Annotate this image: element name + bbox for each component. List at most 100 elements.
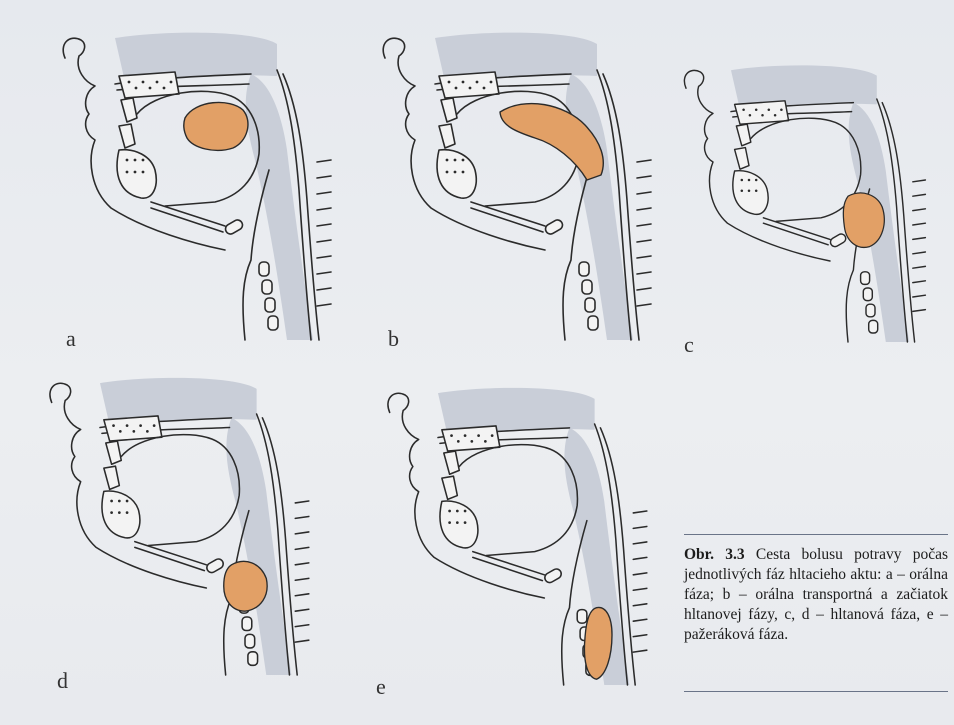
bone-stipple	[464, 434, 467, 437]
vertebra-tick	[913, 194, 926, 196]
tracheal-ring	[262, 280, 272, 294]
mandible-bone	[102, 491, 140, 538]
bone-stipple	[748, 190, 751, 193]
vertebra-tick	[295, 609, 309, 611]
bone-stipple	[153, 424, 156, 427]
vertebra-tick	[317, 176, 331, 178]
vertebra-tick	[913, 281, 926, 283]
bone-stipple	[484, 440, 487, 443]
bone-stipple	[470, 440, 473, 443]
bone-stipple	[469, 87, 472, 90]
hyoid-line	[473, 552, 545, 575]
bone-stipple	[134, 159, 137, 162]
bone-stipple	[454, 171, 457, 174]
vertebra-tick	[633, 511, 647, 513]
vertebra-tick	[637, 208, 651, 210]
hyoid-bone	[205, 557, 225, 574]
hyoid-line-2	[473, 557, 543, 580]
bone-stipple	[483, 87, 486, 90]
hyoid-line	[151, 202, 225, 226]
bone-stipple	[142, 159, 145, 162]
mandible-bone	[733, 171, 768, 215]
bone-stipple	[134, 171, 137, 174]
tracheal-ring	[579, 262, 589, 276]
panel-label-b: b	[388, 326, 399, 352]
bone-stipple	[761, 114, 764, 117]
bolus	[184, 102, 248, 150]
bone-stipple	[457, 440, 460, 443]
caption-label: Obr. 3.3	[684, 546, 745, 563]
bone-stipple	[755, 190, 758, 193]
panel-d	[42, 370, 332, 690]
bone-stipple	[146, 430, 149, 433]
bone-stipple	[476, 81, 479, 84]
bone-stipple	[780, 109, 783, 112]
bone-stipple	[755, 179, 758, 182]
panel-c	[677, 52, 947, 362]
tracheal-ring	[863, 288, 872, 301]
bone-stipple	[755, 109, 758, 112]
vertebra-tick	[913, 238, 926, 240]
vertebra-tick	[317, 224, 331, 226]
bone-stipple	[462, 159, 465, 162]
vertebra-tick	[633, 635, 647, 637]
tracheal-ring	[242, 617, 252, 631]
vertebra-tick	[295, 516, 309, 518]
vertebra-tick	[633, 526, 647, 528]
vertebra-tick	[637, 256, 651, 258]
vertebra-tick	[295, 547, 309, 549]
hyoid-line	[763, 218, 830, 240]
bone-stipple	[119, 430, 122, 433]
hyoid-bone	[224, 218, 245, 236]
vertebra-tick	[295, 640, 309, 642]
bolus	[224, 561, 267, 611]
vertebra-tick	[633, 619, 647, 621]
bone-stipple	[142, 81, 145, 84]
vertebra-tick	[637, 304, 651, 306]
vertebra-tick	[295, 594, 309, 596]
vertebra-tick	[295, 563, 309, 565]
bone-stipple	[110, 511, 113, 514]
panel-a	[55, 30, 355, 350]
tracheal-ring	[268, 316, 278, 330]
vertebra-tick	[637, 240, 651, 242]
tracheal-ring	[265, 298, 275, 312]
vertebra-tick	[637, 272, 651, 274]
bone-stipple	[118, 511, 121, 514]
tracheal-ring	[245, 634, 255, 648]
bone-stipple	[139, 424, 142, 427]
lower-incisor	[442, 476, 457, 499]
bone-stipple	[454, 159, 457, 162]
bone-stipple	[126, 159, 129, 162]
vertebra-tick	[913, 180, 926, 182]
vertebra-tick	[295, 578, 309, 580]
vertebra-tick	[913, 266, 926, 268]
sagittal-diagram-b	[375, 30, 675, 350]
tracheal-ring	[585, 298, 595, 312]
bone-stipple	[477, 434, 480, 437]
bone-stipple	[490, 81, 493, 84]
diagram-group	[63, 33, 331, 340]
maxilla-bone	[439, 72, 499, 98]
bone-stipple	[128, 81, 131, 84]
vertebra-tick	[317, 160, 331, 162]
vertebra-tick	[637, 160, 651, 162]
upper-incisor	[736, 124, 750, 146]
bone-stipple	[450, 434, 453, 437]
bone-stipple	[126, 511, 129, 514]
vertebra-tick	[317, 304, 331, 306]
bone-stipple	[142, 171, 145, 174]
bone-stipple	[464, 510, 467, 513]
bone-stipple	[748, 179, 751, 182]
bone-stipple	[448, 81, 451, 84]
bone-stipple	[456, 510, 459, 513]
tracheal-ring	[248, 652, 258, 666]
bone-stipple	[135, 87, 138, 90]
vertebra-tick	[913, 252, 926, 254]
caption-rule	[684, 691, 948, 692]
vertebra-tick	[913, 209, 926, 211]
upper-incisor	[441, 98, 457, 122]
diagram-group	[684, 65, 925, 342]
bone-stipple	[446, 159, 449, 162]
